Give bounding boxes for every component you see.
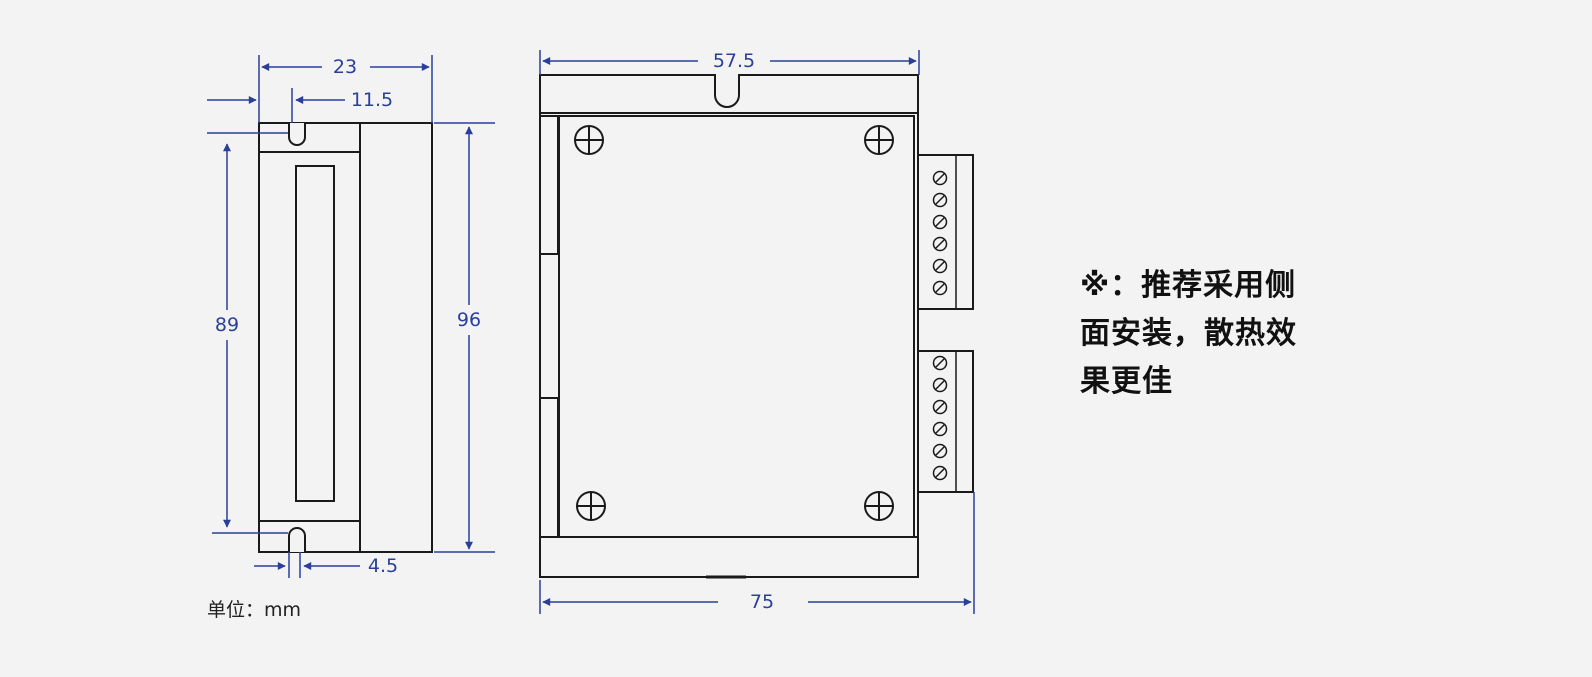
terminal-screw-icon [932, 421, 948, 437]
terminal-screw-icon [932, 443, 948, 459]
screw-icon [576, 491, 606, 521]
side-view-dimensions [207, 55, 495, 578]
dim-side-width: 23 [333, 56, 357, 78]
front-view-panel [558, 115, 915, 538]
mounting-note-line: 面安装，散热效 [1080, 316, 1297, 351]
side-view-top-slot [288, 123, 306, 146]
terminal-screw-icon [932, 192, 948, 208]
dim-slot-offset: 11.5 [351, 89, 393, 111]
screw-icon [864, 125, 894, 155]
mounting-note-line: ※：推荐采用侧 [1080, 268, 1297, 303]
side-view [258, 122, 433, 553]
terminal-screw-icon [932, 465, 948, 481]
front-view-top-flange [539, 74, 919, 114]
terminal-screw-icon [932, 214, 948, 230]
dim-inner-height: 89 [215, 314, 239, 336]
terminal-screw-icon [932, 236, 948, 252]
side-view-dimension-labels: 23 11.5 89 96 4.5 [215, 56, 481, 577]
screw-icon [864, 491, 894, 521]
terminal-screw-icon [932, 170, 948, 186]
dim-front-width: 57.5 [713, 50, 755, 72]
front-view-rail-bottom [539, 397, 559, 538]
terminal-screw-icon [932, 377, 948, 393]
side-view-window [295, 165, 335, 502]
front-view-bottom-flange [539, 536, 919, 578]
dim-total-height: 96 [457, 309, 481, 331]
terminal-screws [932, 170, 948, 481]
terminal-screw-icon [932, 355, 948, 371]
front-view-rail-top [539, 115, 559, 255]
side-view-body [258, 122, 433, 553]
terminal-screw-icon [932, 258, 948, 274]
dim-total-width: 75 [750, 591, 774, 613]
mounting-note: ※：推荐采用侧 面安装，散热效 果更佳 [1080, 262, 1360, 406]
front-view-dimension-labels: 57.5 75 [713, 50, 774, 613]
unit-label: 单位：mm [207, 599, 301, 621]
terminal-screw-icon [932, 280, 948, 296]
screw-icon [574, 125, 604, 155]
front-view [539, 74, 974, 579]
mounting-note-line: 果更佳 [1080, 364, 1173, 399]
side-view-bottom-slot [288, 527, 306, 552]
dim-slot-width: 4.5 [368, 555, 398, 577]
front-view-dimensions [539, 50, 975, 614]
mounting-screws [574, 125, 894, 521]
terminal-screw-icon [932, 399, 948, 415]
